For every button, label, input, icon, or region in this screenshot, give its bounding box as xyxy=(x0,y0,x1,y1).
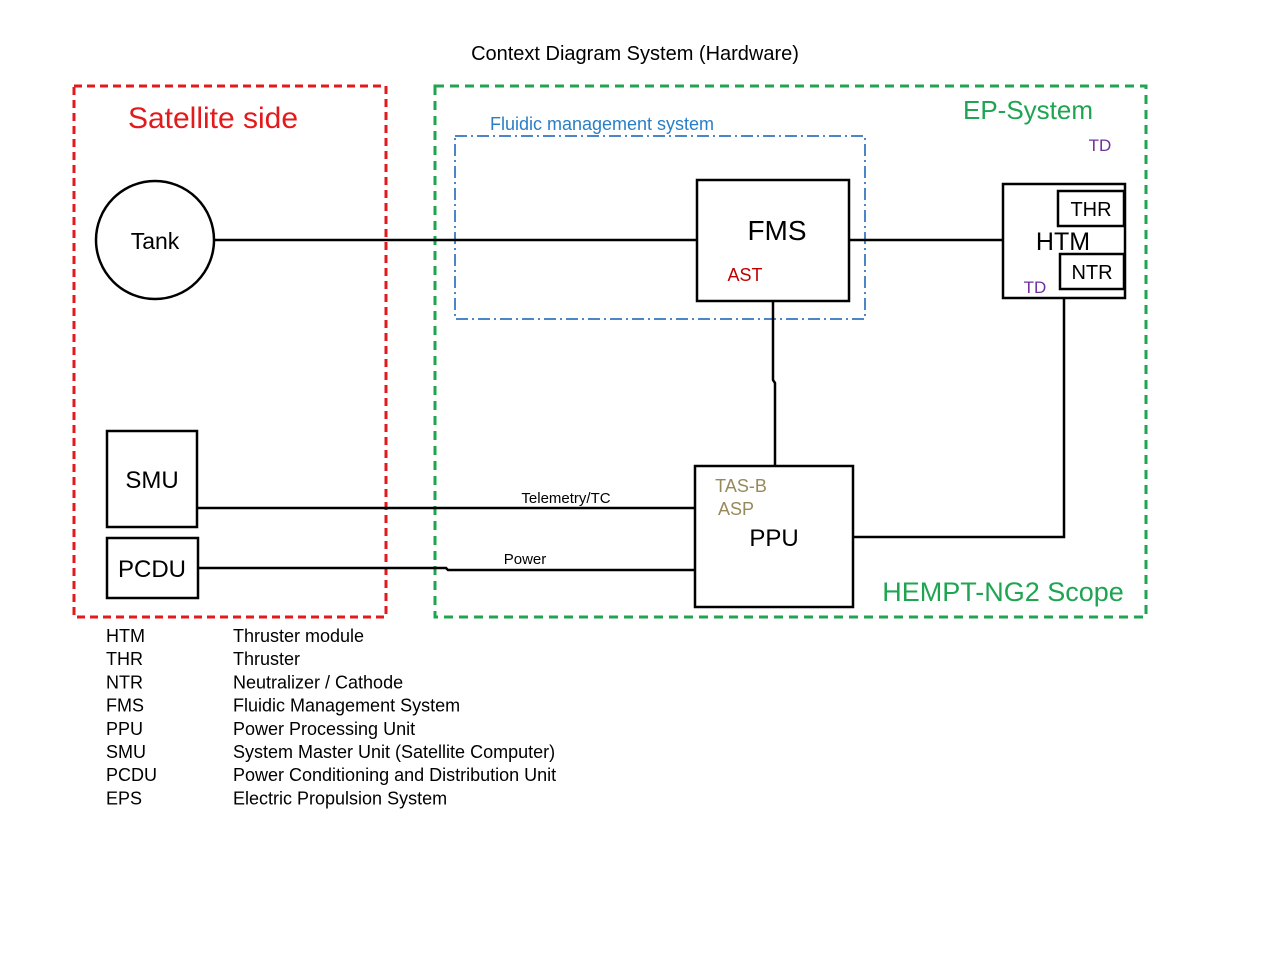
ep-system-label: EP-System xyxy=(963,95,1093,125)
htm-label: HTM xyxy=(1036,228,1090,256)
legend-abbr: HTM xyxy=(106,626,145,646)
ntr-label: NTR xyxy=(1071,262,1112,284)
satellite-side-label: Satellite side xyxy=(128,102,298,135)
td-top-label: TD xyxy=(1089,136,1112,155)
ast-label: AST xyxy=(727,265,762,285)
diagram-title: Context Diagram System (Hardware) xyxy=(471,43,799,65)
smu-label: SMU xyxy=(125,467,178,494)
fms-node xyxy=(695,178,851,303)
legend-description: Electric Propulsion System xyxy=(233,788,447,808)
legend-description: Power Processing Unit xyxy=(233,719,415,739)
legend-description: Power Conditioning and Distribution Unit xyxy=(233,765,556,785)
satellite-side-region xyxy=(72,84,388,619)
legend-abbr: NTR xyxy=(106,672,143,692)
fms-ppu-line xyxy=(771,301,777,466)
fms-label: FMS xyxy=(747,215,806,246)
tank-node xyxy=(94,179,216,301)
legend-description: Thruster xyxy=(233,649,300,669)
legend-description: Fluidic Management System xyxy=(233,696,460,716)
legend-abbr: PCDU xyxy=(106,765,157,785)
ppu-label: PPU xyxy=(749,525,798,552)
legend-abbr: EPS xyxy=(106,788,142,808)
legend-description: Neutralizer / Cathode xyxy=(233,672,403,692)
fluidic-management-region xyxy=(454,135,866,320)
legend-abbr: FMS xyxy=(106,696,144,716)
thr-label: THR xyxy=(1070,199,1111,221)
tas-b-label: TAS-B xyxy=(715,476,767,496)
legend-description: Thruster module xyxy=(233,626,364,646)
legend-abbr: PPU xyxy=(106,719,143,739)
td-bottom-label: TD xyxy=(1024,278,1047,297)
legend-description: System Master Unit (Satellite Computer) xyxy=(233,742,555,762)
power-line xyxy=(198,566,695,572)
smu-node xyxy=(105,429,199,529)
hempt-scope-label: HEMPT-NG2 Scope xyxy=(882,577,1124,607)
ep-system-region xyxy=(433,84,1148,619)
telemetry-label: Telemetry/TC xyxy=(521,490,610,507)
pcdu-label: PCDU xyxy=(118,556,186,583)
asp-label: ASP xyxy=(718,499,754,519)
legend-abbr: THR xyxy=(106,649,143,669)
ppu-node xyxy=(693,464,855,609)
power-label: Power xyxy=(504,551,547,568)
ppu-htm-line xyxy=(853,298,1066,539)
fluidic-management-label: Fluidic management system xyxy=(490,114,714,134)
ntr-node xyxy=(1058,252,1126,291)
thr-node xyxy=(1056,189,1126,228)
tank-label: Tank xyxy=(131,228,180,254)
pcdu-node xyxy=(105,536,200,600)
legend-abbr: SMU xyxy=(106,742,146,762)
